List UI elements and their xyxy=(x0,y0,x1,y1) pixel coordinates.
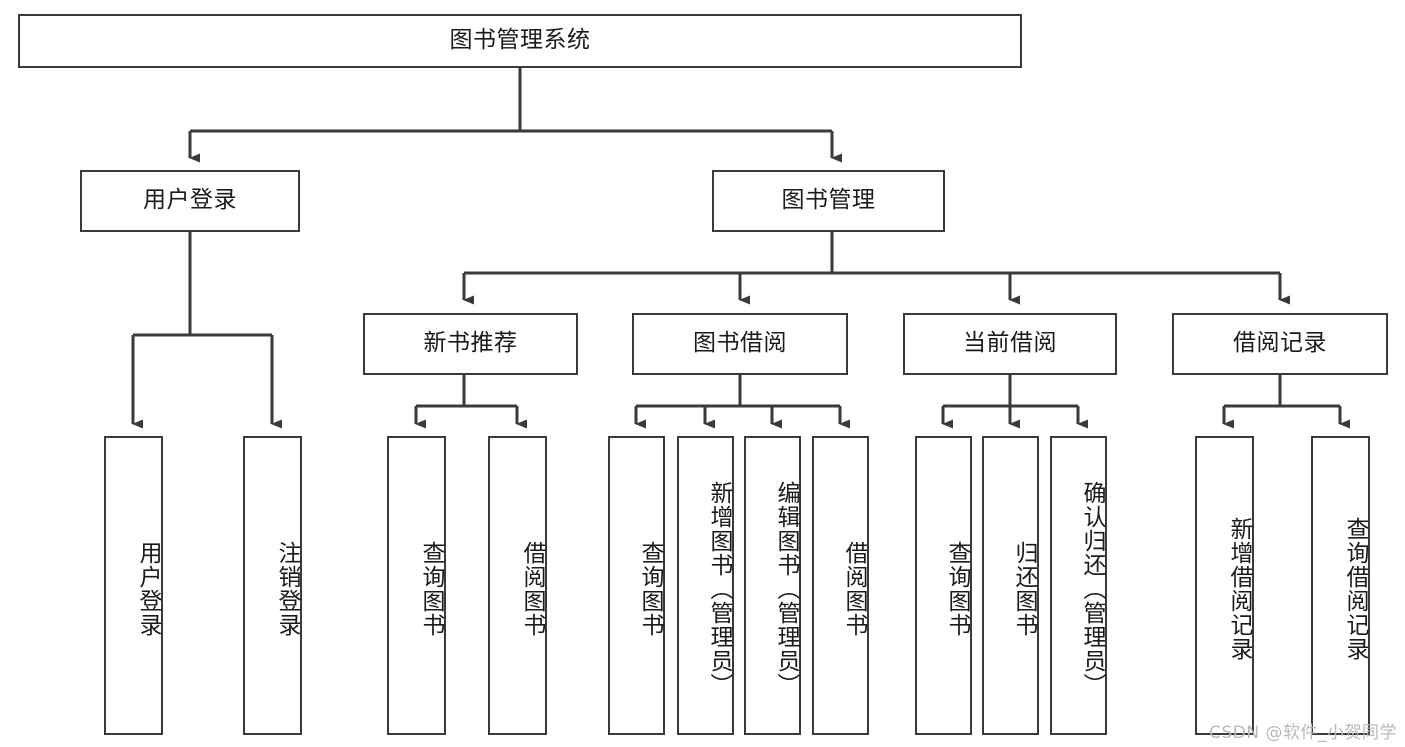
leaf-add-borrow-record[interactable]: 新增借阅记录 xyxy=(1195,436,1254,735)
node-user-login[interactable]: 用户登录 xyxy=(80,170,300,232)
node-borrow-record-label: 借阅记录 xyxy=(1233,330,1327,357)
leaf-logout-login[interactable]: 注销登录 xyxy=(243,436,302,735)
leaf-query-book-2[interactable]: 查询图书 xyxy=(608,436,665,735)
leaf-query-book-1-label: 查询图书 xyxy=(418,540,444,637)
leaf-query-borrow-record[interactable]: 查询借阅记录 xyxy=(1311,436,1370,735)
leaf-add-borrow-record-label: 新增借阅记录 xyxy=(1226,516,1252,661)
leaf-edit-book-admin[interactable]: 编辑图书（管理员） xyxy=(744,436,801,735)
node-book-manage-label: 图书管理 xyxy=(781,187,876,214)
leaf-borrow-book-1-label: 借阅图书 xyxy=(519,540,545,637)
node-current-borrow[interactable]: 当前借阅 xyxy=(903,313,1117,375)
node-current-borrow-label: 当前借阅 xyxy=(963,330,1057,357)
node-root-label: 图书管理系统 xyxy=(449,27,591,54)
leaf-query-book-3-label: 查询图书 xyxy=(944,540,970,637)
leaf-borrow-book-2[interactable]: 借阅图书 xyxy=(812,436,869,735)
leaf-query-borrow-record-label: 查询借阅记录 xyxy=(1342,516,1368,661)
leaf-edit-book-admin-label: 编辑图书（管理员） xyxy=(773,480,799,697)
node-user-login-label: 用户登录 xyxy=(143,187,237,214)
leaf-add-book-admin[interactable]: 新增图书（管理员） xyxy=(677,436,734,735)
node-new-book-recommend-label: 新书推荐 xyxy=(423,330,518,357)
node-root[interactable]: 图书管理系统 xyxy=(18,14,1022,68)
leaf-add-book-admin-label: 新增图书（管理员） xyxy=(706,480,732,697)
leaf-return-book-label: 归还图书 xyxy=(1011,540,1037,637)
leaf-confirm-return-admin-label: 确认归还（管理员） xyxy=(1079,480,1105,697)
node-book-borrow-label: 图书借阅 xyxy=(693,330,787,357)
node-borrow-record[interactable]: 借阅记录 xyxy=(1172,313,1388,375)
leaf-borrow-book-1[interactable]: 借阅图书 xyxy=(488,436,547,735)
leaf-user-login[interactable]: 用户登录 xyxy=(104,436,163,735)
leaf-query-book-3[interactable]: 查询图书 xyxy=(915,436,972,735)
leaf-borrow-book-2-label: 借阅图书 xyxy=(841,540,867,637)
leaf-return-book[interactable]: 归还图书 xyxy=(982,436,1039,735)
leaf-query-book-2-label: 查询图书 xyxy=(637,540,663,637)
leaf-confirm-return-admin[interactable]: 确认归还（管理员） xyxy=(1050,436,1107,735)
node-new-book-recommend[interactable]: 新书推荐 xyxy=(363,313,578,375)
leaf-user-login-label: 用户登录 xyxy=(135,540,161,637)
leaf-query-book-1[interactable]: 查询图书 xyxy=(387,436,446,735)
leaf-logout-login-label: 注销登录 xyxy=(274,540,300,637)
node-book-borrow[interactable]: 图书借阅 xyxy=(632,313,848,375)
node-book-manage[interactable]: 图书管理 xyxy=(712,170,945,232)
